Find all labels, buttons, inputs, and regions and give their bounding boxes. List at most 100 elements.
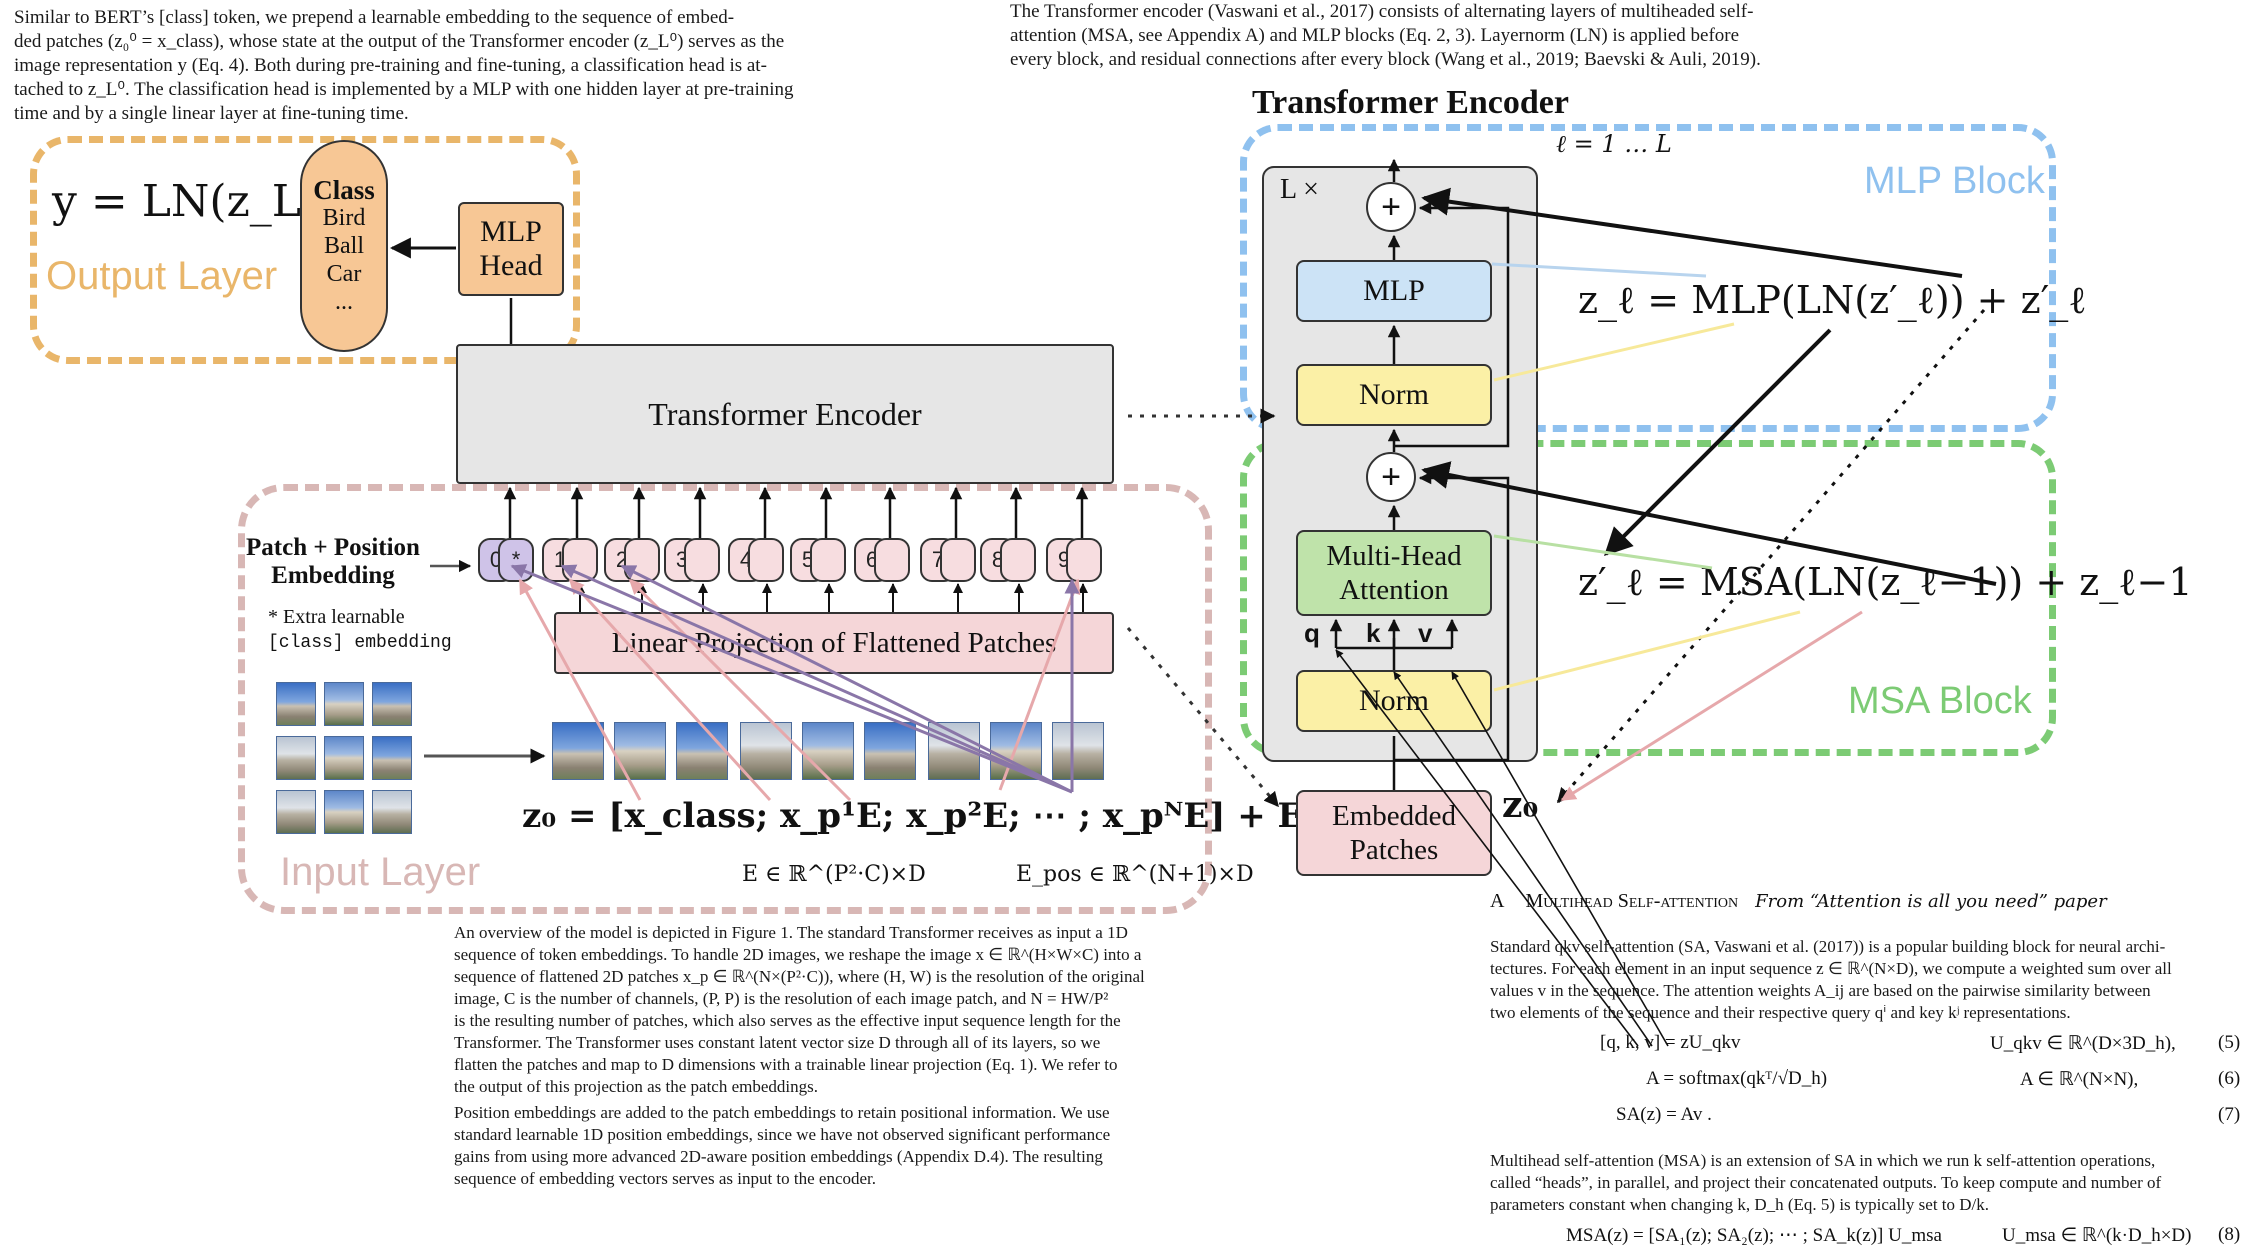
patch-position-line: Embedding bbox=[271, 562, 395, 589]
text-line: An overview of the model is depicted in … bbox=[454, 923, 1128, 942]
output-layer-region bbox=[30, 136, 580, 364]
overview-paragraph: An overview of the model is depicted in … bbox=[454, 922, 1208, 1098]
image-grid-cell bbox=[324, 682, 364, 726]
flattened-patch-image bbox=[676, 722, 728, 780]
text-line: Transformer. The Transformer uses consta… bbox=[454, 1033, 1101, 1052]
text-line: time and by a single linear layer at fin… bbox=[14, 103, 409, 124]
flattened-patch-image bbox=[990, 722, 1042, 780]
text-line: Position embeddings are added to the pat… bbox=[454, 1103, 1110, 1122]
extra-note-line: * Extra learnable bbox=[268, 606, 405, 628]
equation-8-number: (8) bbox=[2218, 1224, 2241, 1245]
Epos-definition: E_pos ∈ ℝ^(N+1)×D bbox=[1016, 862, 1254, 887]
mlp-head-box: MLP Head bbox=[458, 202, 564, 296]
equation-5-number: (5) bbox=[2218, 1032, 2241, 1053]
class-item: Ball bbox=[324, 233, 364, 259]
flattened-patch-image bbox=[802, 722, 854, 780]
equation-6-lhs: A = softmax(qkᵀ/√D_h) bbox=[1646, 1068, 1828, 1089]
patch-token-7-pos bbox=[940, 538, 976, 582]
text-line: tectures. For each element in an input s… bbox=[1490, 959, 2172, 978]
text-line: the output of this projection as the pat… bbox=[454, 1077, 819, 1096]
plus-icon: + bbox=[1381, 457, 1401, 496]
equation-8-lhs: MSA(z) = [SA₁(z); SA₂(z); ⋯ ; SA_k(z)] U… bbox=[1566, 1225, 1942, 1246]
image-grid-cell bbox=[276, 682, 316, 726]
patch-token-2-pos bbox=[624, 538, 660, 582]
input-layer-label: Input Layer bbox=[280, 850, 481, 894]
equation-7-number: (7) bbox=[2218, 1104, 2241, 1125]
z0-right-label: z₀ bbox=[1502, 784, 1539, 826]
mha-line: Attention bbox=[1339, 574, 1449, 606]
appendix-title: Multihead Self-attention bbox=[1525, 890, 1739, 912]
image-grid-cell bbox=[372, 736, 412, 780]
text-line: is the resulting number of patches, whic… bbox=[454, 1011, 1121, 1030]
extra-note-line: [class] embedding bbox=[268, 633, 452, 653]
E-definition: E ∈ ℝ^(P²·C)×D bbox=[742, 862, 926, 887]
class-item: ... bbox=[335, 289, 353, 315]
residual-add-bottom: + bbox=[1366, 452, 1416, 502]
intro-paragraph-right: The Transformer encoder (Vaswani et al.,… bbox=[1010, 0, 1830, 72]
text-line: gains from using more advanced 2D-aware … bbox=[454, 1147, 1103, 1166]
class-item: Car bbox=[326, 261, 362, 287]
text-line: The Transformer encoder (Vaswani et al.,… bbox=[1010, 1, 1754, 22]
patch-token-6-pos bbox=[874, 538, 910, 582]
multi-head-attention-box: Multi-Head Attention bbox=[1296, 530, 1492, 616]
intro-paragraph-left: Similar to BERT’s [class] token, we prep… bbox=[14, 6, 894, 126]
text-line: image representation y (Eq. 4). Both dur… bbox=[14, 55, 767, 76]
patch-token-8-pos bbox=[1000, 538, 1036, 582]
k-label: k bbox=[1366, 618, 1381, 648]
norm-box-bottom: Norm bbox=[1296, 670, 1492, 732]
image-grid-cell bbox=[324, 736, 364, 780]
mlp-box: MLP bbox=[1296, 260, 1492, 322]
text-line: sequence of embedding vectors serves as … bbox=[454, 1169, 877, 1188]
text-line: tached to z_L⁰. The classification head … bbox=[14, 79, 794, 100]
plus-icon: + bbox=[1381, 187, 1401, 226]
transformer-encoder-box: Transformer Encoder bbox=[456, 344, 1114, 484]
text-line: Multihead self-attention (MSA) is an ext… bbox=[1490, 1151, 2156, 1170]
msa-equation: z′_ℓ = MSA(LN(z_ℓ−1)) + z_ℓ−1 bbox=[1578, 560, 2193, 604]
equation-6-rhs: A ∈ ℝ^(N×N), bbox=[2020, 1069, 2139, 1090]
patch-token-1-pos bbox=[562, 538, 598, 582]
patch-token-5-pos bbox=[810, 538, 846, 582]
text-line: Standard qkv self-attention (SA, Vaswani… bbox=[1490, 937, 2166, 956]
flattened-patch-image bbox=[552, 722, 604, 780]
mlp-head-line: Head bbox=[479, 249, 543, 282]
text-line: sequence of token embeddings. To handle … bbox=[454, 945, 1142, 964]
text-line: flatten the patches and map to D dimensi… bbox=[454, 1055, 1118, 1074]
position-embedding-paragraph: Position embeddings are added to the pat… bbox=[454, 1102, 1208, 1190]
patch-token-9-pos bbox=[1066, 538, 1102, 582]
class-item: Bird bbox=[322, 205, 366, 231]
text-line: values v in the sequence. The attention … bbox=[1490, 981, 2151, 1000]
flattened-patch-image bbox=[1052, 722, 1104, 780]
class-token-star: * bbox=[498, 538, 534, 582]
embedded-patches-box: Embedded Patches bbox=[1296, 790, 1492, 876]
transformer-encoder-label: Transformer Encoder bbox=[648, 395, 922, 432]
extra-embedding-note: * Extra learnable [class] embedding bbox=[268, 604, 452, 656]
text-line: attention (MSA, see Appendix A) and MLP … bbox=[1010, 25, 1740, 46]
layer-multiplier-label: L × bbox=[1280, 174, 1319, 205]
appendix-note: From “Attention is all you need” paper bbox=[1755, 891, 2107, 912]
text-line: Similar to BERT’s [class] token, we prep… bbox=[14, 7, 735, 28]
patch-token-3-pos bbox=[684, 538, 720, 582]
flattened-patch-image bbox=[740, 722, 792, 780]
image-grid-cell bbox=[372, 790, 412, 834]
text-line: parameters constant when changing k, D_h… bbox=[1490, 1195, 1990, 1214]
residual-add-top: + bbox=[1366, 182, 1416, 232]
appendix-heading: A Multihead Self-attention From “Attenti… bbox=[1490, 890, 2107, 913]
image-grid-cell bbox=[276, 736, 316, 780]
appendix-paragraph-2: Multihead self-attention (MSA) is an ext… bbox=[1490, 1150, 2242, 1216]
mha-line: Multi-Head bbox=[1326, 540, 1462, 572]
equation-6-number: (6) bbox=[2218, 1068, 2241, 1089]
text-line: two elements of the sequence and their r… bbox=[1490, 1003, 2071, 1022]
flattened-patch-image bbox=[614, 722, 666, 780]
image-grid-cell bbox=[372, 682, 412, 726]
class-title: Class bbox=[313, 175, 375, 205]
text-line: every block, and residual connections af… bbox=[1010, 49, 1761, 70]
patch-position-line: Patch + Position bbox=[246, 534, 420, 561]
text-line: ded patches (z₀⁰ = x_class), whose state… bbox=[14, 31, 785, 52]
appendix-paragraph-1: Standard qkv self-attention (SA, Vaswani… bbox=[1490, 936, 2242, 1024]
class-box: Class Bird Ball Car ... bbox=[300, 140, 388, 352]
mlp-block-label: MLP Block bbox=[1864, 160, 2045, 202]
norm-label: Norm bbox=[1359, 378, 1429, 411]
embedded-line: Patches bbox=[1349, 834, 1439, 866]
norm-label: Norm bbox=[1359, 684, 1429, 717]
image-grid-cell bbox=[276, 790, 316, 834]
